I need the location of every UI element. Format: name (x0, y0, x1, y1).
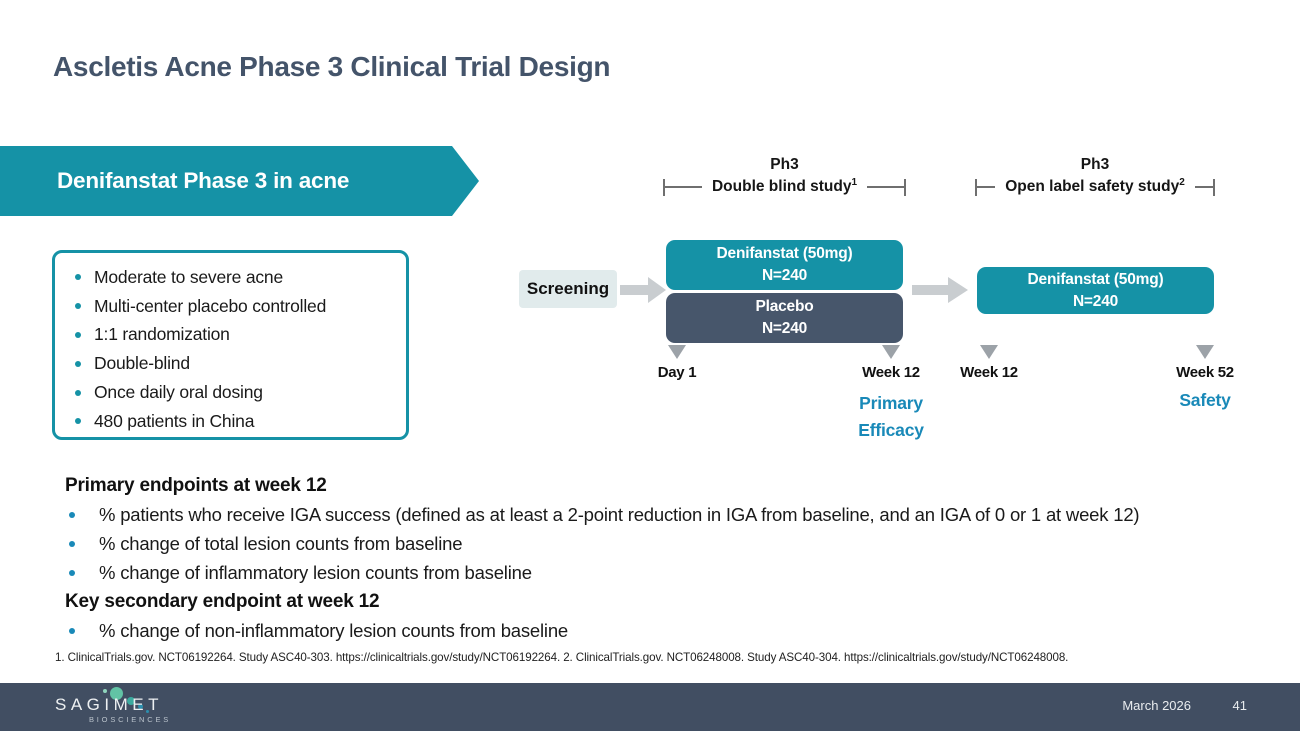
list-item: 480 patients in China (75, 407, 406, 436)
bracket-tick-left (975, 178, 977, 196)
criteria-text: Moderate to severe acne (94, 266, 283, 287)
timeline-label-week12-b: Week 12 (960, 364, 1018, 381)
bracket-line (867, 186, 904, 188)
bracket-line (1194, 186, 1213, 188)
page-title: Ascletis Acne Phase 3 Clinical Trial Des… (53, 51, 611, 82)
endpoint-text: % change of inflammatory lesion counts f… (99, 561, 532, 583)
list-item: Double-blind (75, 349, 406, 378)
bullet-icon (69, 511, 75, 518)
footnote-ref-2: 2 (1179, 177, 1185, 189)
bracket-tick-left (663, 178, 665, 196)
arm-box-denifanstat-1: Denifanstat (50mg) N=240 (666, 240, 903, 290)
arm-n-label: N=240 (761, 320, 808, 337)
logo-dot-icon (110, 687, 123, 700)
bracket-tick-right (1213, 178, 1215, 196)
arm-n-label: N=240 (761, 267, 808, 284)
timeline-marker-icon (1196, 345, 1214, 359)
bullet-icon (69, 540, 75, 547)
bracket-row: Open label safety study2 (975, 175, 1215, 199)
phase1-label: Double blind study1 (712, 177, 857, 196)
bracket-line (977, 186, 996, 188)
footnote-ref-1: 1 (851, 177, 858, 189)
list-item: % change of total lesion counts from bas… (65, 529, 1300, 558)
criteria-text: 480 patients in China (94, 410, 255, 431)
phase2-header-bracket: Ph3 Open label safety study2 (975, 156, 1215, 199)
list-item: % change of non-inflammatory lesion coun… (65, 616, 1300, 645)
secondary-endpoint-heading: Key secondary endpoint at week 12 (65, 591, 380, 612)
footnote: 1. ClinicalTrials.gov. NCT06192264. Stud… (55, 651, 1069, 664)
logo-dot-icon (127, 697, 135, 705)
footer-date: March 2026 (1122, 698, 1191, 713)
list-item: % change of inflammatory lesion counts f… (65, 558, 1300, 587)
timeline-marker-icon (882, 345, 900, 359)
bracket-tick-right (904, 178, 906, 196)
bullet-icon (69, 627, 75, 634)
arm-box-denifanstat-2: Denifanstat (50mg) N=240 (977, 267, 1214, 314)
screening-box: Screening (519, 270, 617, 308)
list-item: % patients who receive IGA success (defi… (65, 500, 1300, 529)
section-banner-label: Denifanstat Phase 3 in acne (57, 168, 350, 193)
endpoint-text: % patients who receive IGA success (defi… (99, 503, 1140, 525)
timeline-label-week52: Week 52 (1176, 364, 1234, 381)
timeline-label-week12-a: Week 12 (862, 364, 920, 381)
bullet-icon (75, 331, 81, 338)
criteria-text: Double-blind (94, 353, 190, 374)
arm-box-placebo: Placebo N=240 (666, 293, 903, 343)
endpoint-text: % change of non-inflammatory lesion coun… (99, 619, 569, 641)
timeline-marker-icon (668, 345, 686, 359)
flow-arrow-icon (620, 277, 666, 303)
logo-dot-icon (146, 710, 149, 713)
screening-label: Screening (526, 279, 610, 298)
arm-n-label: N=240 (1072, 292, 1119, 310)
criteria-list: Moderate to severe acne Multi-center pla… (75, 263, 406, 436)
bullet-icon (75, 303, 81, 310)
footer-bar: SAGIMET BIOSCIENCES March 2026 41 (0, 683, 1300, 731)
sagimet-logo-subtext: BIOSCIENCES (89, 715, 172, 724)
phase2-title: Ph3 (1080, 156, 1110, 173)
phase2-label-text: Open label safety study (1005, 178, 1180, 196)
bullet-icon (75, 389, 81, 396)
endpoint-text: % change of total lesion counts from bas… (99, 532, 463, 554)
bullet-icon (69, 569, 75, 576)
list-item: Multi-center placebo controlled (75, 292, 406, 321)
bullet-icon (75, 274, 81, 281)
primary-efficacy-label: Primary Efficacy (858, 393, 924, 440)
bullet-icon (75, 418, 81, 425)
criteria-text: Multi-center placebo controlled (94, 295, 327, 316)
arm-drug-label: Denifanstat (50mg) (716, 245, 853, 262)
logo-dot-icon (138, 704, 143, 709)
list-item: Once daily oral dosing (75, 378, 406, 407)
phase1-label-text: Double blind study (711, 178, 852, 196)
flow-arrow-icon (912, 277, 968, 303)
section-banner-arrow: Denifanstat Phase 3 in acne (0, 146, 479, 216)
arm-drug-label: Denifanstat (50mg) (1027, 270, 1164, 288)
criteria-text: 1:1 randomization (94, 324, 230, 345)
bullet-icon (75, 360, 81, 367)
timeline-marker-icon (980, 345, 998, 359)
logo-dot-icon (103, 689, 107, 693)
phase1-title: Ph3 (770, 156, 799, 173)
primary-endpoints-heading: Primary endpoints at week 12 (65, 475, 327, 496)
list-item: Moderate to severe acne (75, 263, 406, 292)
trial-criteria-box: Moderate to severe acne Multi-center pla… (52, 250, 409, 440)
timeline-label-day1: Day 1 (657, 364, 697, 381)
sagimet-logo: SAGIMET (55, 695, 164, 714)
phase2-label: Open label safety study2 (1005, 177, 1185, 196)
bracket-row: Double blind study1 (663, 175, 906, 199)
endpoints-section: Primary endpoints at week 12 % patients … (65, 471, 1300, 645)
criteria-text: Once daily oral dosing (94, 382, 263, 403)
phase1-header-bracket: Ph3 Double blind study1 (663, 156, 906, 199)
list-item: 1:1 randomization (75, 321, 406, 350)
arm-drug-label: Placebo (755, 298, 814, 315)
page-number: 41 (1232, 698, 1247, 713)
safety-label: Safety (1179, 390, 1231, 410)
bracket-line (665, 186, 702, 188)
